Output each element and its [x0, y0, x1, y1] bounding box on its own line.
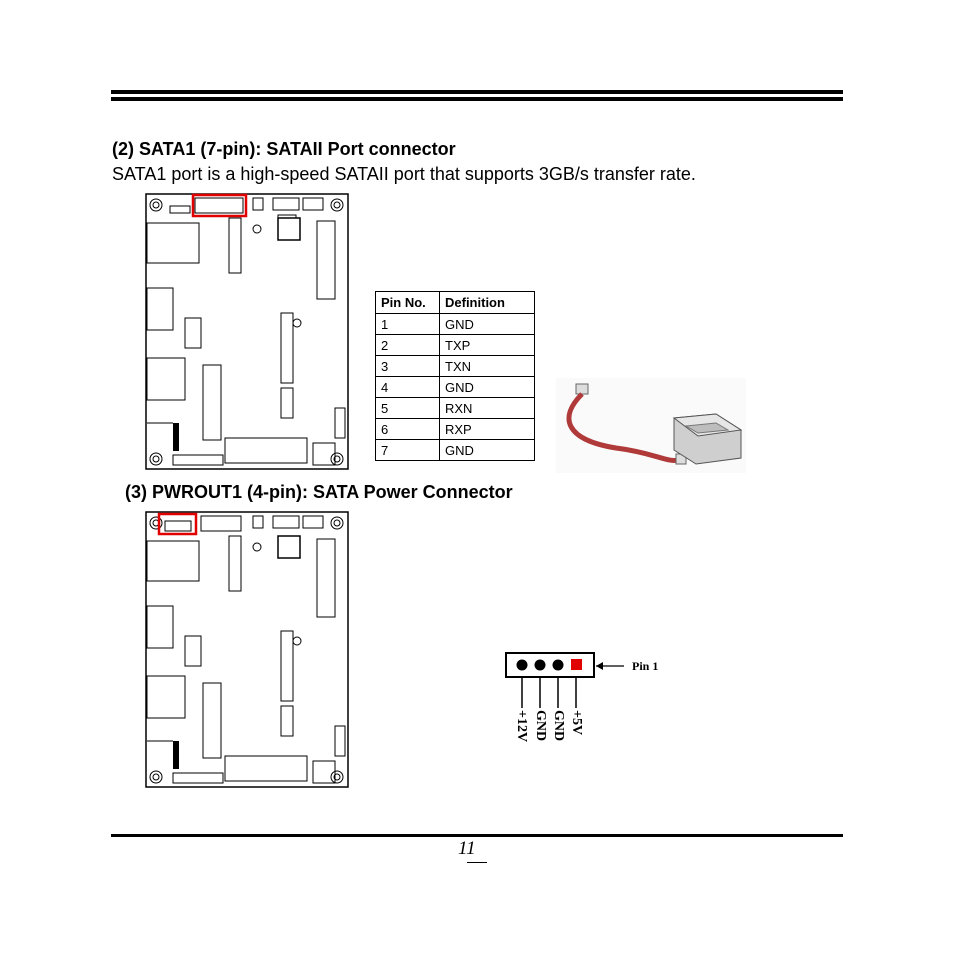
page-number: 11: [458, 838, 476, 859]
sata-heading: (2) SATA1 (7-pin): SATAII Port connector: [112, 139, 456, 159]
table-header-row: Pin No. Definition: [375, 291, 535, 314]
column-header-pin: Pin No.: [375, 291, 440, 314]
pin-number: 5: [375, 397, 440, 419]
sata-description: SATA1 port is a high-speed SATAII port t…: [112, 164, 696, 184]
power-heading: (3) PWROUT1 (4-pin): SATA Power Connecto…: [125, 482, 513, 502]
header-rule-top: [111, 90, 843, 94]
pin-number: 1: [375, 313, 440, 335]
pin-number: 2: [375, 334, 440, 356]
pwrout1-highlight: [157, 512, 198, 536]
pin1-label: Pin 1: [632, 659, 659, 673]
pin1-arrow: [596, 662, 624, 670]
pin-number: 3: [375, 355, 440, 377]
pin-label-gnd-2: GND: [551, 710, 566, 742]
board-diagram-sata: [145, 193, 349, 470]
pin-definition: TXP: [439, 334, 535, 356]
pin-number: 4: [375, 376, 440, 398]
pin-definition: GND: [439, 313, 535, 335]
pin-label-5v: +5V: [569, 710, 584, 736]
pin-label-gnd-1: GND: [533, 710, 548, 742]
footer-rule: [111, 834, 843, 837]
power-connector-diagram: [505, 652, 595, 708]
pin-definition: TXN: [439, 355, 535, 377]
sata-cable-illustration: [556, 378, 746, 473]
pin-label-12v: +12V: [514, 710, 529, 743]
pin-number: 7: [375, 439, 440, 461]
column-header-definition: Definition: [439, 291, 535, 314]
pin-definition: RXP: [439, 418, 535, 440]
pin-number: 6: [375, 418, 440, 440]
page-number-underline: [467, 862, 487, 863]
board-diagram-power: [145, 511, 349, 788]
pin-definition: RXN: [439, 397, 535, 419]
sata1-highlight: [191, 193, 248, 218]
header-rule-bottom: [111, 97, 843, 101]
pin-definition: GND: [439, 376, 535, 398]
pin-definition: GND: [439, 439, 535, 461]
